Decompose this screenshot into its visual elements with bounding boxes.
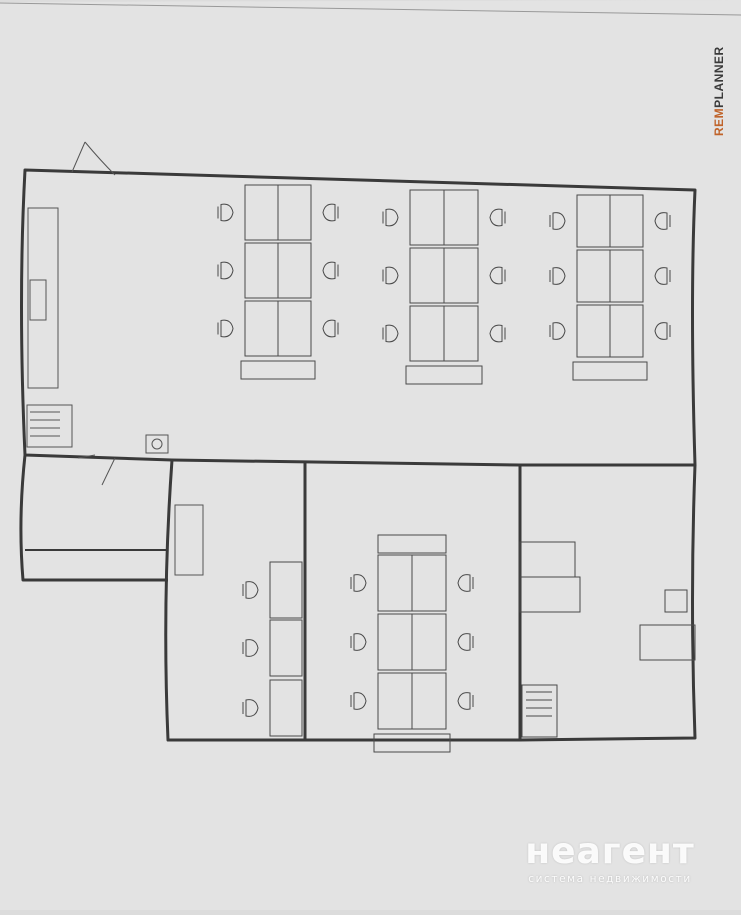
chair-icon bbox=[322, 319, 339, 338]
chair-icon bbox=[654, 322, 671, 340]
right-room-furniture bbox=[519, 541, 696, 738]
chair-icon bbox=[382, 266, 399, 285]
chair-icon bbox=[654, 212, 671, 230]
chair-icon bbox=[489, 324, 506, 343]
chair-icon bbox=[457, 574, 474, 592]
paper-edge bbox=[0, 2, 741, 16]
chair-icon bbox=[242, 639, 259, 657]
chair-icon bbox=[217, 261, 234, 280]
left-furniture bbox=[26, 207, 204, 576]
chair-icon bbox=[457, 633, 474, 651]
chair-icon bbox=[322, 261, 339, 280]
chair-icon bbox=[382, 208, 399, 227]
chair-icon bbox=[382, 324, 399, 343]
desk-clusters bbox=[217, 184, 671, 753]
chair-icon bbox=[350, 692, 367, 710]
doors bbox=[71, 141, 116, 486]
chair-icon bbox=[217, 319, 234, 338]
chair-icon bbox=[217, 203, 234, 222]
chair-icon bbox=[242, 581, 259, 599]
chair-icon bbox=[654, 267, 671, 285]
chair-icon bbox=[457, 692, 474, 710]
brand-logo: REMPLANNER bbox=[712, 46, 726, 136]
chair-icon bbox=[350, 574, 367, 592]
chair-icon bbox=[322, 203, 339, 222]
chair-icon bbox=[489, 266, 506, 285]
watermark-logo: неагент bbox=[525, 831, 695, 872]
watermark-tagline: система недвижимости bbox=[528, 873, 692, 885]
chair-icon bbox=[489, 208, 506, 227]
chair-icon bbox=[242, 699, 259, 717]
watermark: неагент система недвижимости bbox=[505, 832, 715, 892]
chair-icon bbox=[549, 212, 566, 230]
chair-icon bbox=[549, 322, 566, 340]
chair-icon bbox=[549, 267, 566, 285]
chair-icon bbox=[350, 633, 367, 651]
